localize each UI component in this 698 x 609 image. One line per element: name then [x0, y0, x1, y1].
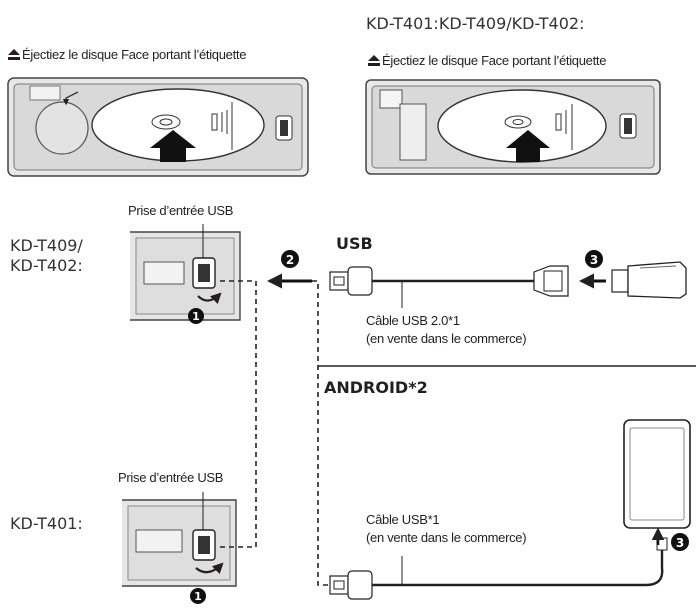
eject-caption-right: Éjectiez le disque Face portant l’étique… — [368, 53, 606, 68]
head-unit-right — [365, 79, 661, 175]
android-heading: ANDROID*2 — [324, 378, 428, 397]
cable-usb-label-line2: (en vente dans le commerce) — [366, 530, 527, 545]
eject-icon — [368, 55, 380, 66]
step-badge-3: 3 — [585, 250, 603, 268]
insert-arrow-icon — [506, 130, 550, 162]
step-badge-1-bottom: 1 — [190, 588, 206, 604]
usb-cable-bottom — [329, 537, 668, 600]
model-t401: KD-T401: — [10, 514, 83, 533]
smartphone-icon — [623, 419, 691, 529]
dashed-connectors — [220, 280, 330, 586]
usb-plug-icon — [329, 271, 349, 291]
usb-cable-top — [329, 265, 569, 308]
svg-text:1: 1 — [192, 310, 200, 323]
usb-flash-drive-icon — [611, 261, 687, 299]
rotate-arrow-icon — [197, 292, 222, 305]
usb-heading: USB — [336, 234, 373, 253]
svg-text:1: 1 — [194, 590, 202, 603]
cable-usb-label-line1: Câble USB*1 — [366, 512, 440, 527]
rotate-arrow-icon — [195, 562, 224, 575]
usb-jack-label-bottom: Prise d’entrée USB — [118, 470, 224, 485]
eject-caption-left: Éjectiez le disque Face portant l’étique… — [8, 47, 246, 62]
svg-text:3: 3 — [676, 536, 684, 550]
eject-caption-text: Éjectiez le disque Face portant l’étique… — [382, 53, 607, 68]
models-top-label: KD-T401:KD-T409/KD-T402: — [366, 14, 585, 33]
cable-usb20-label-line1: Câble USB 2.0*1 — [366, 313, 460, 328]
insert-arrow-icon — [150, 130, 196, 162]
head-unit-left — [7, 77, 309, 177]
usb-plug-icon — [329, 575, 349, 595]
head-unit-t409 — [130, 224, 241, 321]
model-t409-line2: KD-T402: — [10, 256, 83, 275]
svg-text:3: 3 — [590, 253, 598, 267]
step-badge-1-top: 1 — [188, 308, 204, 324]
eject-caption-text: Éjectiez le disque Face portant l’étique… — [22, 47, 247, 62]
svg-text:2: 2 — [286, 253, 294, 267]
step-badge-2: 2 — [281, 250, 299, 268]
cable-usb20-label-line2: (en vente dans le commerce) — [366, 331, 527, 346]
step-badge-3-android: 3 — [671, 533, 689, 551]
head-unit-t401 — [122, 492, 237, 587]
model-t409-line1: KD-T409/ — [10, 236, 83, 255]
eject-icon — [8, 49, 20, 60]
usb-jack-label-top: Prise d’entrée USB — [128, 203, 234, 218]
